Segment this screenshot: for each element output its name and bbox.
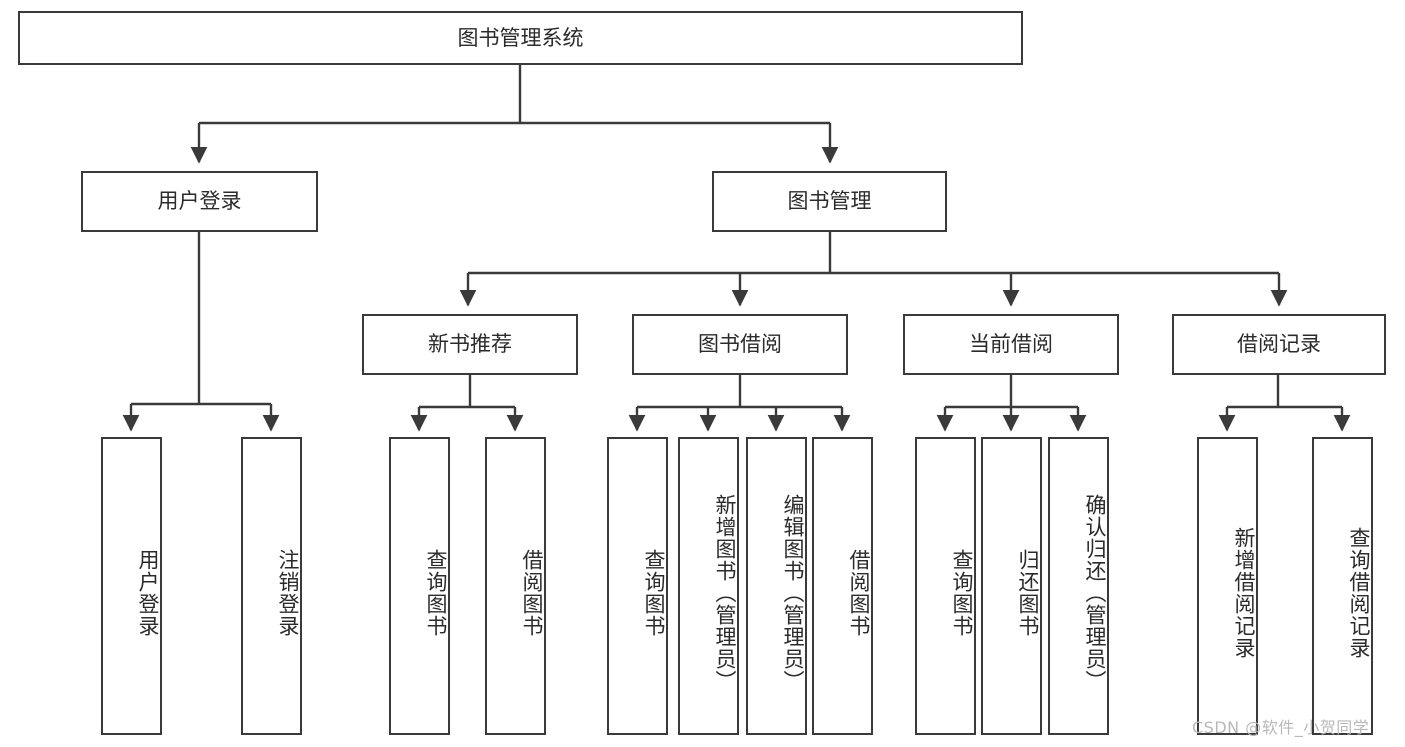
leaf-query-record-label: 查询借阅记录: [1347, 527, 1371, 659]
leaf-add-book[interactable]: 新增图书（管理员）: [678, 437, 739, 735]
leaf-add-record-label: 新增借阅记录: [1232, 527, 1256, 659]
leaf-query-book-2[interactable]: 查询图书: [607, 437, 668, 735]
node-new-book-recommend-label: 新书推荐: [428, 332, 512, 357]
leaf-query-record[interactable]: 查询借阅记录: [1312, 437, 1373, 735]
node-current-borrow[interactable]: 当前借阅: [903, 314, 1119, 375]
node-book-manage[interactable]: 图书管理: [712, 171, 947, 232]
node-user-login[interactable]: 用户登录: [81, 171, 318, 232]
leaf-edit-book[interactable]: 编辑图书（管理员）: [746, 437, 807, 735]
leaf-user-login[interactable]: 用户登录: [101, 437, 162, 735]
node-book-manage-label: 图书管理: [787, 189, 872, 214]
leaf-confirm-return-label: 确认归还（管理员）: [1083, 494, 1107, 692]
leaf-confirm-return[interactable]: 确认归还（管理员）: [1048, 437, 1109, 735]
node-user-login-label: 用户登录: [157, 189, 242, 214]
leaf-borrow-book-2[interactable]: 借阅图书: [812, 437, 873, 735]
node-book-borrow[interactable]: 图书借阅: [632, 314, 848, 375]
node-root-label: 图书管理系统: [457, 25, 584, 50]
node-borrow-record-label: 借阅记录: [1237, 332, 1321, 357]
leaf-query-book-3-label: 查询图书: [950, 549, 974, 637]
leaf-query-book-2-label: 查询图书: [642, 549, 666, 637]
leaf-borrow-book-1[interactable]: 借阅图书: [485, 437, 546, 735]
leaf-logout[interactable]: 注销登录: [241, 437, 302, 735]
node-root[interactable]: 图书管理系统: [18, 11, 1023, 65]
leaf-add-book-label: 新增图书（管理员）: [713, 494, 737, 692]
leaf-edit-book-label: 编辑图书（管理员）: [781, 494, 805, 692]
leaf-add-record[interactable]: 新增借阅记录: [1197, 437, 1258, 735]
csdn-watermark: CSDN @软件_小贺同学: [1192, 718, 1370, 737]
leaf-return-book-label: 归还图书: [1016, 549, 1040, 637]
leaf-borrow-book-1-label: 借阅图书: [520, 549, 544, 637]
node-new-book-recommend[interactable]: 新书推荐: [362, 314, 578, 375]
leaf-query-book-1[interactable]: 查询图书: [389, 437, 450, 735]
leaf-return-book[interactable]: 归还图书: [981, 437, 1042, 735]
leaf-logout-label: 注销登录: [276, 549, 300, 637]
leaf-query-book-3[interactable]: 查询图书: [915, 437, 976, 735]
node-book-borrow-label: 图书借阅: [698, 332, 782, 357]
node-current-borrow-label: 当前借阅: [969, 332, 1053, 357]
node-borrow-record[interactable]: 借阅记录: [1172, 314, 1386, 375]
leaf-user-login-label: 用户登录: [136, 549, 160, 637]
leaf-borrow-book-2-label: 借阅图书: [847, 549, 871, 637]
leaf-query-book-1-label: 查询图书: [424, 549, 448, 637]
